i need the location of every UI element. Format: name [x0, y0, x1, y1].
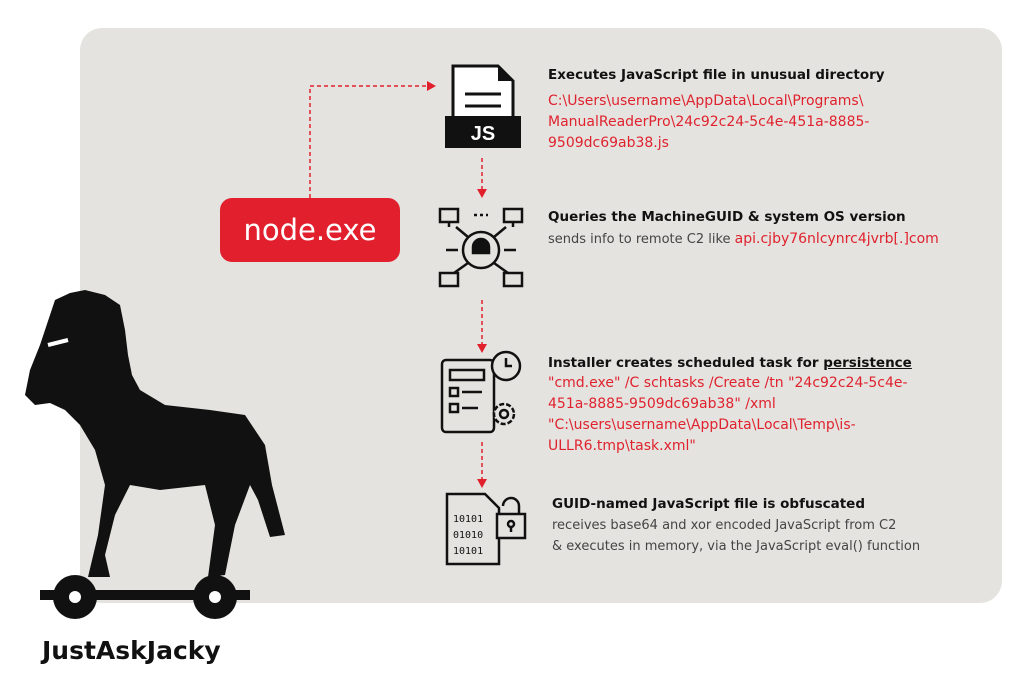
js-path-line: 9509dc69ab38.js	[548, 135, 669, 151]
svg-text:10101: 10101	[453, 546, 483, 557]
step-title: Queries the MachineGUID & system OS vers…	[548, 209, 906, 225]
svg-text:01010: 01010	[453, 530, 483, 541]
obfuscation-line: receives base64 and xor encoded JavaScri…	[552, 518, 897, 533]
obfuscated-file-lock-icon: 10101 01010 10101	[443, 488, 528, 568]
step-title: Executes JavaScript file in unusual dire…	[548, 67, 885, 83]
step-persistence: Installer creates scheduled task for per…	[548, 355, 988, 457]
js-path-line: ManualReaderPro\24c92c24-5c4e-451a-8885-	[548, 114, 870, 130]
step-obfuscated: GUID-named JavaScript file is obfuscated…	[552, 496, 992, 557]
step-title: Installer creates scheduled task for	[548, 355, 824, 371]
obfuscation-line: & executes in memory, via the JavaScript…	[552, 539, 921, 554]
step-execute-js: Executes JavaScript file in unusual dire…	[548, 67, 988, 154]
brand-name: JustAskJacky	[42, 636, 221, 665]
js-path-line: C:\Users\username\AppData\Local\Programs…	[548, 93, 864, 109]
schtasks-line: ULLR6.tmp\task.xml"	[548, 438, 696, 454]
step-query-guid: Queries the MachineGUID & system OS vers…	[548, 209, 988, 250]
persistence-emphasis: persistence	[823, 355, 912, 371]
js-label: JS	[471, 123, 495, 145]
step-title: GUID-named JavaScript file is obfuscated	[552, 496, 865, 512]
schtasks-line: "cmd.exe" /C schtasks /Create /tn "24c92…	[548, 375, 908, 391]
malware-network-icon	[436, 205, 526, 295]
svg-text:10101: 10101	[453, 514, 483, 525]
js-file-icon: JS	[443, 64, 523, 154]
c2-prefix: sends info to remote C2 like	[548, 232, 735, 247]
c2-domain: api.cjby76nlcynrc4jvrb[.]com	[734, 231, 939, 247]
node-exe-badge: node.exe	[220, 198, 400, 262]
schtasks-line: "C:\users\username\AppData\Local\Temp\is…	[548, 417, 856, 433]
scheduled-task-icon	[438, 348, 528, 438]
trojan-horse-logo	[25, 290, 285, 619]
schtasks-line: 451a-8885-9509dc69ab38" /xml	[548, 396, 776, 412]
